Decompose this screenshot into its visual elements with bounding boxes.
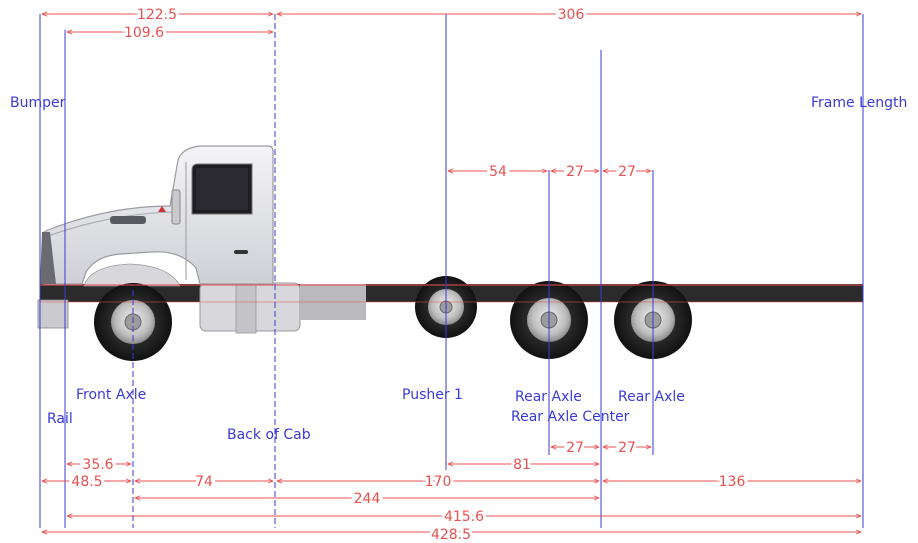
label-pusher-1: Pusher 1 (402, 387, 463, 403)
dim-label-pusher-to-center: 81 (513, 457, 531, 473)
label-rear-axle-2: Rear Axle (618, 389, 685, 405)
label-rear-axle-1: Rear Axle (515, 389, 582, 405)
dim-label-front-axle-to-center: 244 (354, 491, 381, 507)
truck-illustration (37, 145, 863, 361)
label-rear-axle-center: Rear Axle Center (511, 409, 630, 425)
dim-label-center-to-frame-end: 136 (719, 474, 746, 490)
grille (40, 232, 56, 284)
dim-label-bumper-to-front-axle: 48.5 (71, 474, 102, 490)
dimension-lines (42, 14, 861, 532)
dim-label-back-of-cab-to-frame-end: 306 (558, 7, 585, 23)
dim-label-center-to-rear-axle-2: 27 (618, 164, 636, 180)
dim-label-rail-to-frame-end: 415.6 (444, 509, 484, 525)
side-mirror (171, 189, 181, 225)
dim-label-rail-to-front-axle: 35.6 (82, 457, 113, 473)
fender (83, 263, 181, 287)
dim-label-bumper-to-back-of-cab: 122.5 (137, 7, 177, 23)
label-rail: Rail (47, 411, 73, 427)
reference-lines (39, 14, 864, 528)
label-frame-length: Frame Length (811, 95, 907, 111)
dim-label-center-to-rear-axle-1-lower: 27 (566, 440, 584, 456)
dim-label-center-to-rear-axle-2-lower: 27 (618, 440, 636, 456)
dim-label-bumper-to-frame-end: 428.5 (431, 527, 471, 543)
dim-label-front-axle-to-back-of-cab: 74 (195, 474, 213, 490)
label-front-axle: Front Axle (76, 387, 146, 403)
front-bumper (37, 299, 69, 329)
label-back-of-cab: Back of Cab (227, 427, 311, 443)
label-bumper: Bumper (10, 95, 66, 111)
dim-label-rear-axle-1-to-center: 27 (566, 164, 584, 180)
dim-label-back-of-cab-to-center: 170 (425, 474, 452, 490)
dim-label-rail-to-back-of-cab: 109.6 (124, 25, 164, 41)
dim-label-pusher-to-rear-axle-1: 54 (489, 164, 507, 180)
